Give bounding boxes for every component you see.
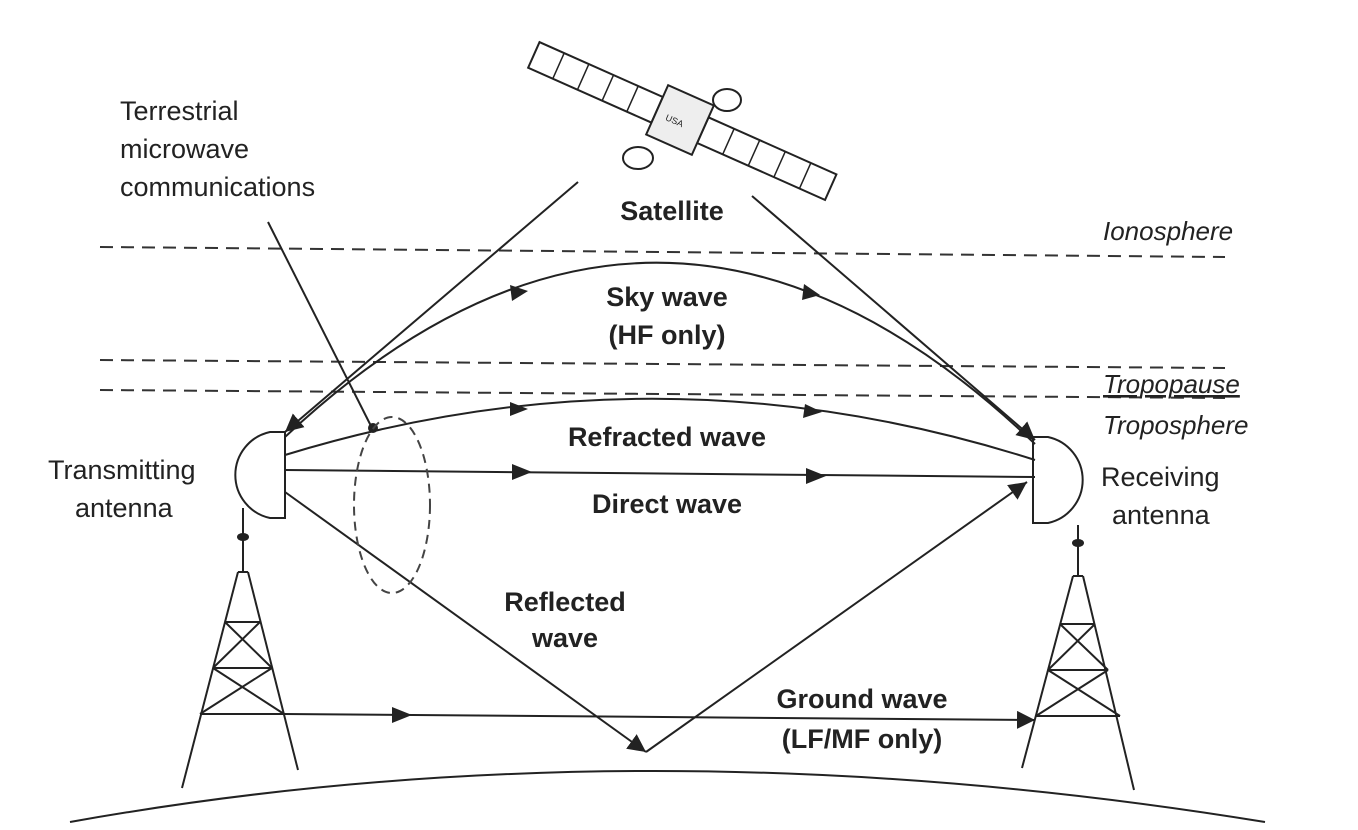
sky-wave-label-line1: Sky wave [606,282,728,312]
terrestrial-pointer-line [267,221,373,429]
transmitting-antenna-label-line2: antenna [75,493,174,523]
refracted-wave-label: Refracted wave [568,422,766,452]
ionosphere-boundary [99,246,1226,258]
ground-wave-arrowhead-1 [392,707,412,723]
troposphere-label: Troposphere [1103,410,1249,440]
terrestrial-zone-outline [353,416,431,594]
tropopause-upper-boundary [99,359,1226,369]
sky-wave-arrowhead-1 [510,285,528,301]
satellite-downlink-to-transmitter [284,181,579,433]
receiving-antenna-label-line1: Receiving [1101,462,1220,492]
sky-wave-path [284,261,1036,445]
direct-wave-label: Direct wave [592,489,742,519]
transmitting-tower [181,508,299,789]
direct-wave-arrowhead-2 [806,468,826,484]
satellite-icon: USA [526,40,838,202]
tropopause-lower-boundary [99,389,1226,399]
reflected-wave-incident [284,491,647,753]
sky-wave-arrowhead-2 [802,284,820,300]
receiving-tower [1021,525,1135,791]
transmitting-antenna-dish [234,431,286,519]
satellite-label: Satellite [620,196,724,226]
direct-wave-path [284,469,1036,478]
ionosphere-label: Ionosphere [1103,216,1233,246]
reflected-wave-reflection [645,481,1028,753]
direct-wave-arrowhead-1 [512,464,532,480]
terrestrial-label-line2: microwave [120,134,249,164]
receiving-antenna-label-line2: antenna [1112,500,1211,530]
refracted-wave-arrowhead-2 [803,404,822,418]
terrestrial-label-line3: communications [120,172,315,202]
transmitting-antenna-label-line1: Transmitting [48,455,196,485]
receiving-antenna-dish [1032,436,1084,524]
reflected-wave-label-line1: Reflected [504,587,626,617]
refracted-wave-path [284,397,1036,461]
sky-wave-label-line2: (HF only) [609,320,726,350]
satellite-link-to-receiver [751,195,1036,441]
earth-surface [69,770,1266,823]
ground-wave-label-line2: (LF/MF only) [782,724,942,754]
refracted-wave-arrowhead-1 [510,402,528,416]
terrestrial-label-line1: Terrestrial [120,96,239,126]
reflected-wave-label-line2: wave [531,623,598,653]
tropopause-label: Tropopause [1103,369,1240,399]
ground-wave-label-line1: Ground wave [776,684,947,714]
